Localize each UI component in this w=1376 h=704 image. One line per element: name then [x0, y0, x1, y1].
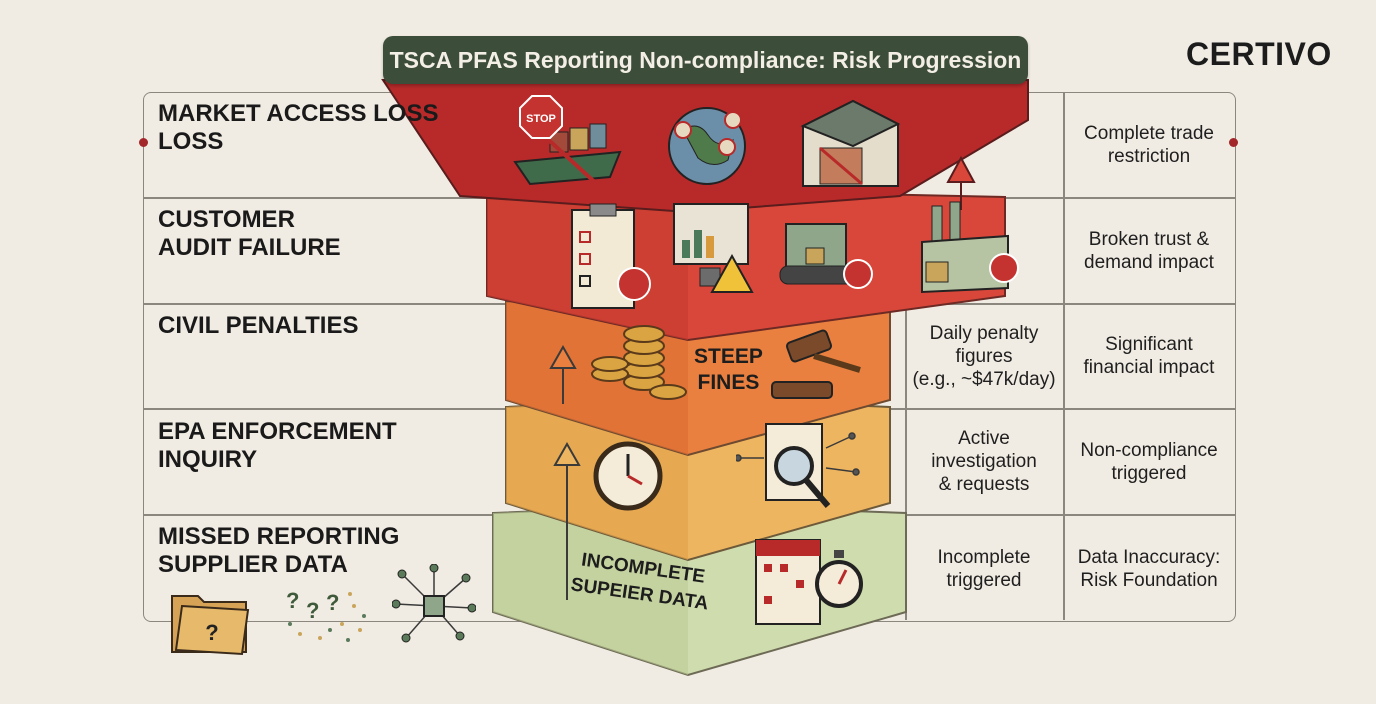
level-5-label: MISSED REPORTING SUPPLIER DATA: [158, 523, 400, 578]
svg-text:?: ?: [326, 590, 339, 615]
column-divider: [905, 303, 907, 620]
stop-sign-text: STOP: [526, 113, 556, 125]
level-3-label: CIVIL PENALTIES: [158, 312, 359, 339]
row-marker-dot: [139, 138, 148, 147]
stopwatch-icon: [815, 550, 863, 608]
globe-icon: [668, 107, 746, 185]
svg-text:?: ?: [205, 620, 218, 645]
network-icon: [392, 564, 476, 643]
factory-icon: [921, 201, 1019, 294]
coins-icon: [591, 325, 687, 400]
level-1-impact: Complete trade restriction: [1084, 123, 1214, 167]
document-magnifier-icon: [736, 423, 860, 508]
gavel-icon: [771, 329, 861, 399]
stop-sign-icon: STOP: [519, 95, 563, 139]
column-divider: [1063, 92, 1065, 620]
steep-fines-label: STEEP FINES: [694, 345, 763, 394]
level-1-label: MARKET ACCESS LOSS LOSS: [158, 100, 439, 155]
row-marker-dot: [1229, 138, 1238, 147]
brand-logo: CERTIVO: [1186, 36, 1332, 72]
page-title: TSCA PFAS Reporting Non-compliance: Risk…: [383, 36, 1028, 84]
level-3-detail: Daily penalty figures (e.g., ~$47k/day): [912, 323, 1056, 390]
svg-text:?: ?: [306, 598, 319, 623]
cargo-ship-icon: [513, 123, 622, 189]
level-3-impact: Significant financial impact: [1083, 334, 1215, 378]
question-marks-icon: ? ? ?: [286, 588, 366, 642]
monitor-warning-icon: [673, 203, 754, 293]
level-5-detail: Incomplete triggered: [937, 547, 1031, 591]
warehouse-icon: [800, 99, 901, 187]
svg-text:?: ?: [286, 588, 299, 613]
folder-question-icon: ?: [171, 595, 250, 656]
factory-robot-icon: [779, 223, 873, 289]
level-2-impact: Broken trust & demand impact: [1084, 229, 1214, 273]
clipboard-icon: [571, 203, 651, 309]
level-2-label: CUSTOMER AUDIT FAILURE: [158, 206, 341, 261]
level-4-label: EPA ENFORCEMENT INQUIRY: [158, 418, 397, 473]
level-4-impact: Non-compliance triggered: [1080, 440, 1218, 484]
clock-icon: [593, 441, 663, 511]
level-5-impact: Data Inaccuracy: Risk Foundation: [1077, 547, 1221, 591]
level-4-detail: Active investigation & requests: [931, 428, 1037, 495]
